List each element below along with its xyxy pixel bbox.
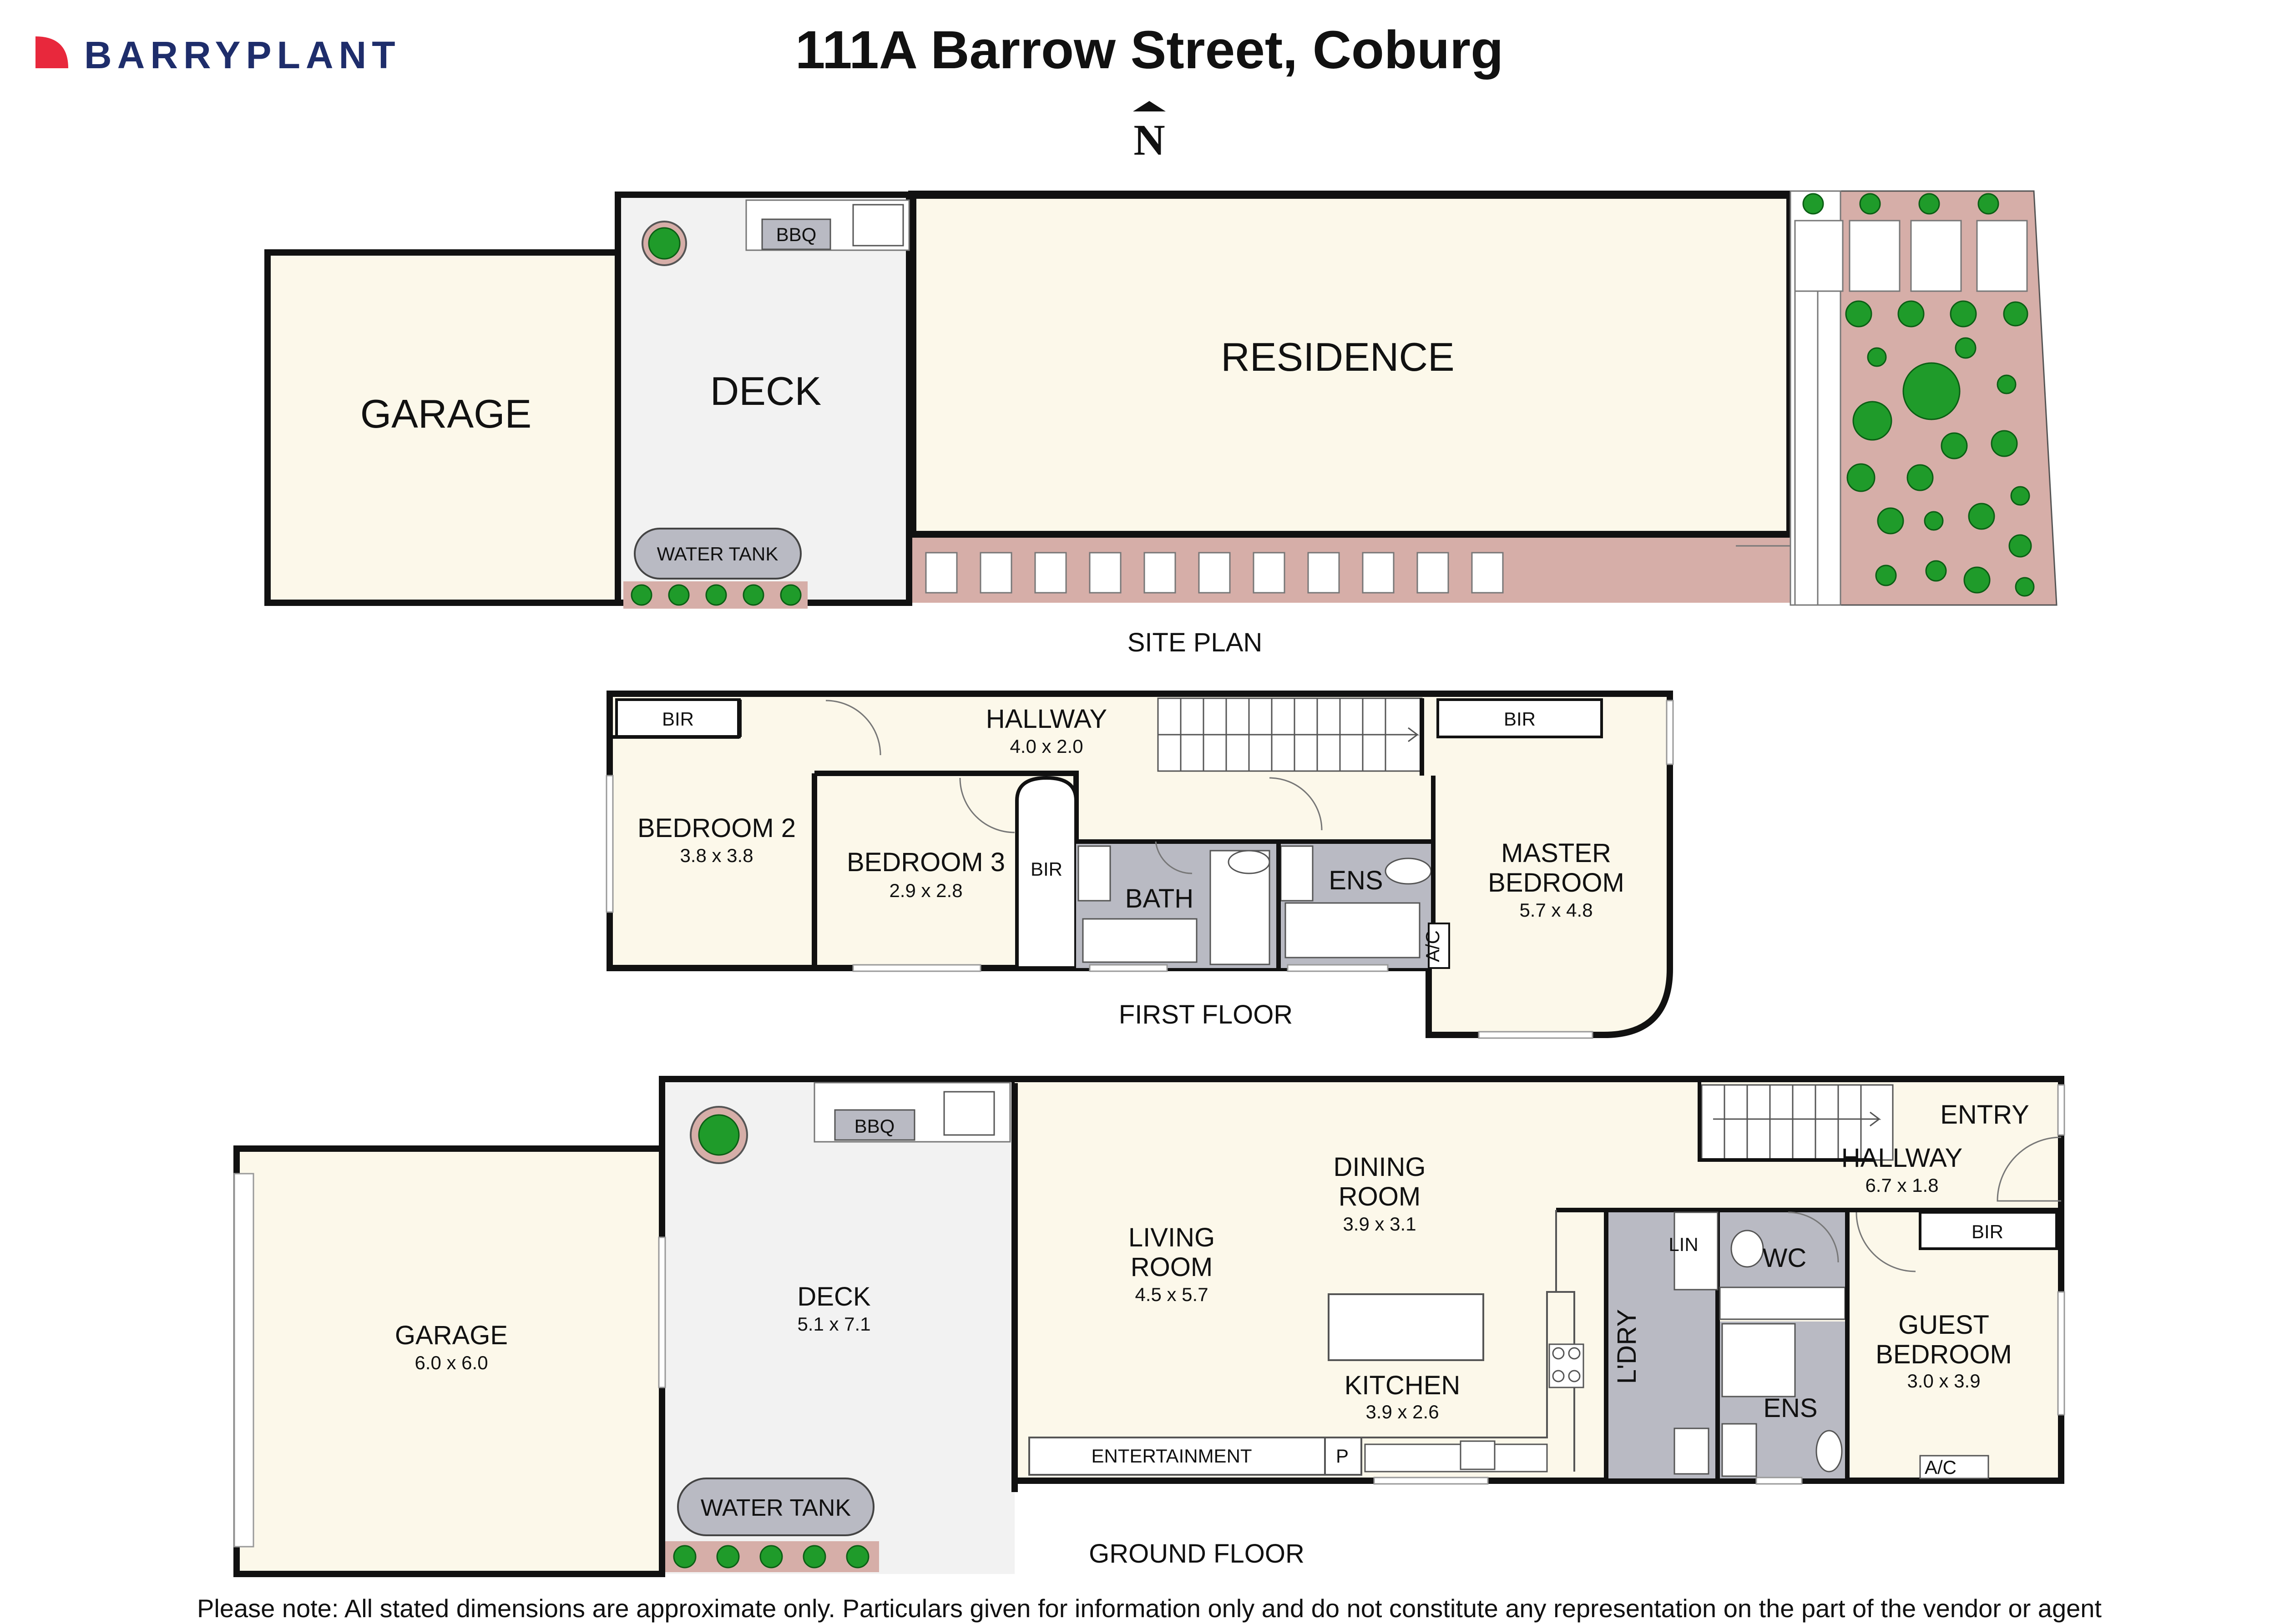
gf-hallway-name: HALLWAY [1841,1143,1962,1173]
site-water-tank-label: WATER TANK [657,543,779,565]
gf-bbq [834,1109,915,1141]
brand-name: BARRYPLANT [84,34,401,76]
gf-sink-icon [943,1091,995,1136]
gf-kitchen-name: KITCHEN [1345,1371,1461,1400]
site-pavers [925,552,1504,594]
site-bbq-label: BBQ [776,224,817,245]
gf-deck-dim: 5.1 x 7.1 [797,1313,870,1335]
fp-stairs [1157,697,1423,772]
gf-entry-label: ENTRY [1940,1100,2029,1130]
site-residence [908,191,1795,539]
brand-logo: BARRYPLANT [35,34,401,76]
ground-floor: BBQ WATER TANK [233,1076,2065,1577]
fp-bedroom3-dim: 2.9 x 2.8 [889,880,962,901]
first-floor: BIR BIR BIR HALLWAY 4.0 x 2.0 BEDROOM 2 … [606,691,1674,1039]
fp-bath-label: BATH [1125,884,1193,913]
disclaimer: Please note: All stated dimensions are a… [197,1594,2102,1623]
fp-bir-right-label: BIR [1504,708,1536,730]
gf-laundry-label: L'DRY [1612,1309,1642,1384]
site-plan: BBQ WATER TANK GARAGE DECK RESIDENCE SIT… [264,190,2058,657]
gf-water-tank-label: WATER TANK [701,1495,851,1521]
ground-floor-caption: GROUND FLOOR [1089,1539,1304,1569]
fp-bedroom3-name: BEDROOM 3 [847,847,1005,877]
site-plan-caption: SITE PLAN [1127,628,1263,657]
fp-hallway-name: HALLWAY [986,704,1107,734]
north-arrow: N [1133,101,1166,164]
gf-stairs [1701,1084,1894,1161]
site-residence-label: RESIDENCE [1221,334,1454,379]
gf-lin-label: LIN [1668,1234,1698,1255]
gf-wc-label: WC [1763,1243,1807,1273]
gf-kitchen-island [1328,1293,1484,1361]
site-garden-plants [1802,193,2035,597]
fp-master-name2: BEDROOM [1488,868,1624,898]
gf-water-tank [677,1478,875,1536]
gf-guest-dim: 3.0 x 3.9 [1907,1370,1980,1392]
gf-living-name1: LIVING [1128,1223,1215,1252]
fp-bir-mid [1015,776,1078,970]
gf-pantry-label: P [1336,1445,1349,1467]
fp-hallway-dim: 4.0 x 2.0 [1010,736,1083,757]
gf-entertainment-label: ENTERTAINMENT [1091,1445,1252,1467]
gf-ac-label: A/C [1925,1457,1956,1478]
site-bbq [761,218,831,250]
fp-bir-right [1436,698,1603,738]
gf-bir-label: BIR [1972,1221,2003,1242]
gf-entertainment-unit [1028,1437,1326,1476]
fp-bedroom2-dim: 3.8 x 3.8 [680,845,753,866]
gf-hallway-dim: 6.7 x 1.8 [1865,1175,1938,1196]
gf-guest-name1: GUEST [1898,1310,1989,1340]
gf-ens-label: ENS [1763,1393,1817,1423]
gf-dining-name1: DINING [1334,1152,1426,1182]
gf-dining-name2: ROOM [1339,1182,1421,1211]
fp-ens-label: ENS [1329,866,1383,895]
gf-deck-name: DECK [797,1282,870,1311]
north-arrow-icon [1133,101,1166,111]
fp-ac-label: A/C [1422,930,1443,962]
page-title: 111A Barrow Street, Coburg [795,20,1503,80]
gf-garage-dim: 6.0 x 6.0 [415,1352,488,1373]
gf-cooktop-icon [1548,1343,1584,1388]
fp-bir-left-label: BIR [662,708,694,730]
gf-dining-dim: 3.9 x 3.1 [1343,1213,1416,1235]
gf-living-dim: 4.5 x 5.7 [1135,1284,1208,1305]
site-sink-icon [852,204,904,247]
gf-bir [1919,1211,2058,1250]
site-deck-label: DECK [710,368,822,414]
fp-bir-mid-label: BIR [1031,858,1062,880]
site-garage-label: GARAGE [360,391,532,436]
gf-kitchen-dim: 3.9 x 2.6 [1365,1401,1439,1422]
fp-bedroom2-name: BEDROOM 2 [637,813,796,843]
north-label: N [1133,116,1165,164]
site-garage [264,249,621,606]
gf-garage-name: GARAGE [395,1321,508,1350]
fp-master-name1: MASTER [1501,838,1611,868]
brand-logo-mark [35,36,68,68]
gf-living-name2: ROOM [1131,1252,1213,1282]
gf-guest-name2: BEDROOM [1876,1340,2012,1369]
gf-sink-kitchen-icon [1460,1440,1496,1470]
first-floor-caption: FIRST FLOOR [1119,1000,1293,1029]
fp-master-dim: 5.7 x 4.8 [1519,899,1592,921]
gf-bbq-label: BBQ [854,1115,895,1137]
site-water-tank [634,528,802,580]
